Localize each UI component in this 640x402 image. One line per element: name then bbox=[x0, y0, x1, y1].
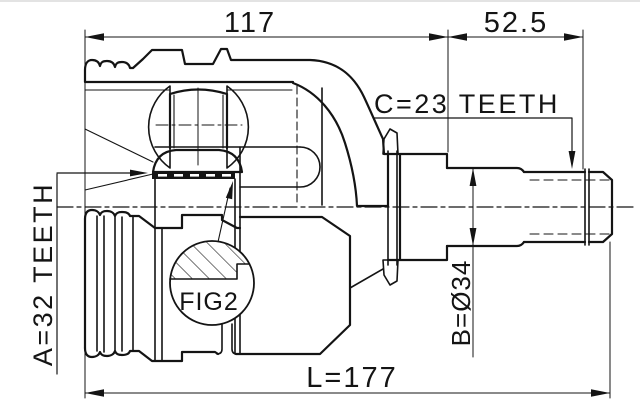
fig2-tooth-edges bbox=[169, 263, 250, 280]
dimension-length: L=177 bbox=[84, 362, 611, 397]
cage-cone-lines bbox=[84, 128, 154, 191]
shaft-spline-section bbox=[522, 170, 587, 244]
snap-tab-bottom bbox=[382, 259, 399, 286]
dimension-52-5: 52.5 bbox=[447, 7, 584, 41]
dimension-b-diameter: B=Ø34 bbox=[446, 167, 477, 358]
fig2-tooth-hatch bbox=[170, 240, 249, 279]
shaft-neck bbox=[445, 166, 526, 248]
dim-length-text: L=177 bbox=[306, 362, 397, 394]
hub-side-walls bbox=[154, 146, 241, 362]
ball-and-stud bbox=[147, 85, 321, 188]
fig2-leader-arrow bbox=[225, 181, 233, 200]
housing-to-shaft-edge bbox=[349, 268, 384, 289]
ball-left-crescent bbox=[147, 85, 171, 169]
output-shaft bbox=[382, 128, 614, 286]
housing-lower-outline bbox=[83, 208, 384, 363]
housing-wall-hatched bbox=[83, 47, 390, 208]
fig2-detail-callout: FIG2 bbox=[169, 181, 255, 326]
boot-groove-bottom-edge bbox=[83, 346, 220, 363]
snap-tab-top bbox=[382, 128, 399, 155]
dimension-117: 117 bbox=[84, 7, 449, 41]
hub-stem bbox=[216, 323, 238, 355]
ball-right-crescent bbox=[226, 85, 250, 169]
housing-section bbox=[83, 47, 390, 208]
ball-track-slot bbox=[239, 146, 321, 188]
label-c-teeth: C=23 TEETH bbox=[374, 89, 560, 119]
dim-52-5-text: 52.5 bbox=[484, 7, 548, 39]
label-a-teeth-group: A=32 TEETH bbox=[28, 169, 148, 375]
extension-lines bbox=[84, 29, 611, 399]
boot-groove-top-edge bbox=[83, 208, 184, 230]
spider-hub bbox=[151, 146, 244, 362]
clamp-band-block bbox=[180, 213, 242, 230]
label-a-teeth: A=32 TEETH bbox=[28, 182, 58, 366]
boot-groove-ribs bbox=[96, 215, 134, 353]
dim-117-text: 117 bbox=[224, 7, 276, 39]
label-c-teeth-group: C=23 TEETH bbox=[372, 89, 576, 169]
stud-inner-walls bbox=[173, 94, 224, 149]
dimensions: 117 52.5 L=177 B=Ø34 C=23 TEETH A=32 T bbox=[28, 7, 611, 399]
spline-band-teeth bbox=[158, 174, 231, 177]
washer-faces bbox=[387, 150, 398, 266]
housing-body-block bbox=[234, 215, 352, 356]
label-b-diameter: B=Ø34 bbox=[446, 260, 476, 347]
fig2-label: FIG2 bbox=[179, 288, 239, 316]
